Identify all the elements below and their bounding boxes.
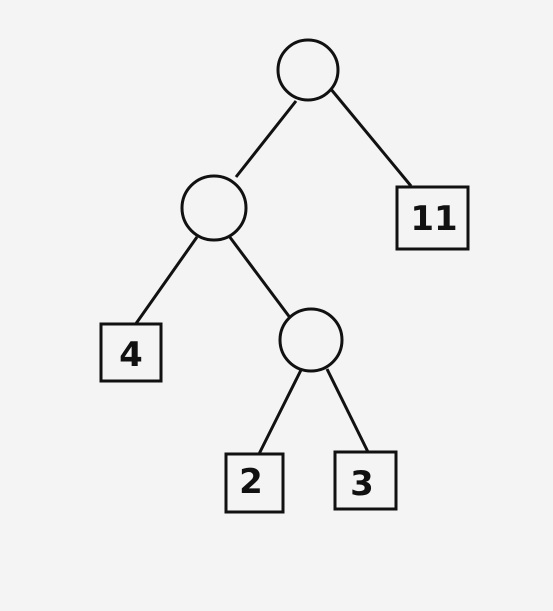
left-child-node — [180, 174, 248, 242]
leaf-3-box — [333, 450, 398, 511]
leaf-2-label: 2 — [239, 462, 263, 502]
edge-root-to-leaf-11 — [328, 87, 413, 187]
leaf-11-box — [395, 185, 470, 251]
leaf-11: 11 — [395, 185, 470, 251]
edge-root-to-left — [234, 100, 298, 178]
leaf-2-box — [224, 452, 285, 514]
left-right-child-node — [278, 307, 344, 373]
leaf-11-label: 11 — [410, 199, 457, 239]
edge-left-to-leaf-4 — [133, 236, 199, 326]
leaf-4-box — [99, 322, 163, 383]
leaf-4: 4 — [99, 322, 163, 383]
leaf-3-label: 3 — [350, 464, 374, 504]
edge-left-right-to-leaf-2 — [257, 369, 303, 455]
edge-left-right-to-leaf-3 — [325, 368, 370, 453]
edge-left-to-left-right — [227, 235, 293, 320]
leaf-3: 3 — [333, 450, 398, 511]
root-node — [276, 38, 340, 102]
leaf-4-label: 4 — [119, 335, 143, 375]
leaf-2: 2 — [224, 452, 285, 514]
